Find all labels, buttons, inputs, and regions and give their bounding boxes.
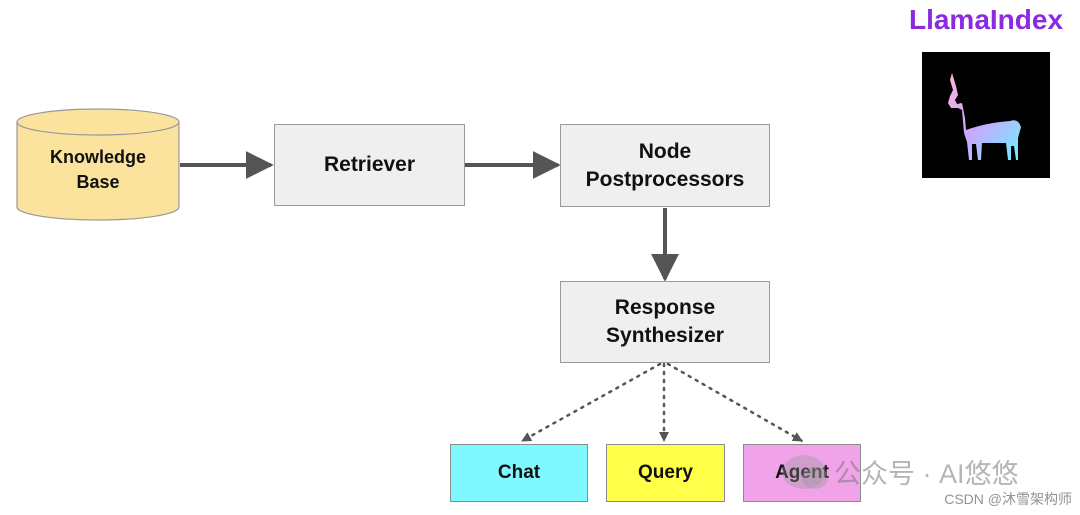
retriever-label: Retriever xyxy=(323,153,416,176)
response-synthesizer-node: Response Synthesizer xyxy=(560,281,770,363)
llamaindex-title: LlamaIndex xyxy=(908,4,1064,35)
llama-logo-icon xyxy=(922,52,1050,178)
knowledge-base-cylinder xyxy=(16,108,180,221)
knowledge-base-label: Knowledge Base xyxy=(17,145,179,195)
wechat-icon xyxy=(782,454,828,489)
chat-label: Chat xyxy=(497,462,541,483)
retriever-node: Retriever xyxy=(274,124,465,206)
wechat-watermark: 公众号 · AI悠悠 xyxy=(782,452,1019,491)
node-postprocessors-line2: Postprocessors xyxy=(585,167,745,191)
query-label: Query xyxy=(638,462,693,483)
node-postprocessors-node: Node Postprocessors xyxy=(560,124,770,207)
knowledge-base-line1: Knowledge xyxy=(49,147,146,167)
dotted-arrow-to-agent xyxy=(666,362,804,443)
agent-node: Agent xyxy=(743,444,861,502)
chat-node: Chat xyxy=(450,444,588,502)
csdn-credit: CSDN @沐雪架构师 xyxy=(944,491,1072,507)
query-node: Query xyxy=(606,444,725,502)
knowledge-base-line2: Base xyxy=(76,172,120,192)
response-synthesizer-line1: Response xyxy=(614,296,716,319)
watermark-text: 公众号 · AI悠悠 xyxy=(834,459,1019,489)
dotted-arrow-to-chat xyxy=(520,362,662,443)
agent-label: Agent xyxy=(775,462,829,483)
node-postprocessors-line1: Node xyxy=(638,139,692,163)
response-synthesizer-line2: Synthesizer xyxy=(606,324,724,347)
